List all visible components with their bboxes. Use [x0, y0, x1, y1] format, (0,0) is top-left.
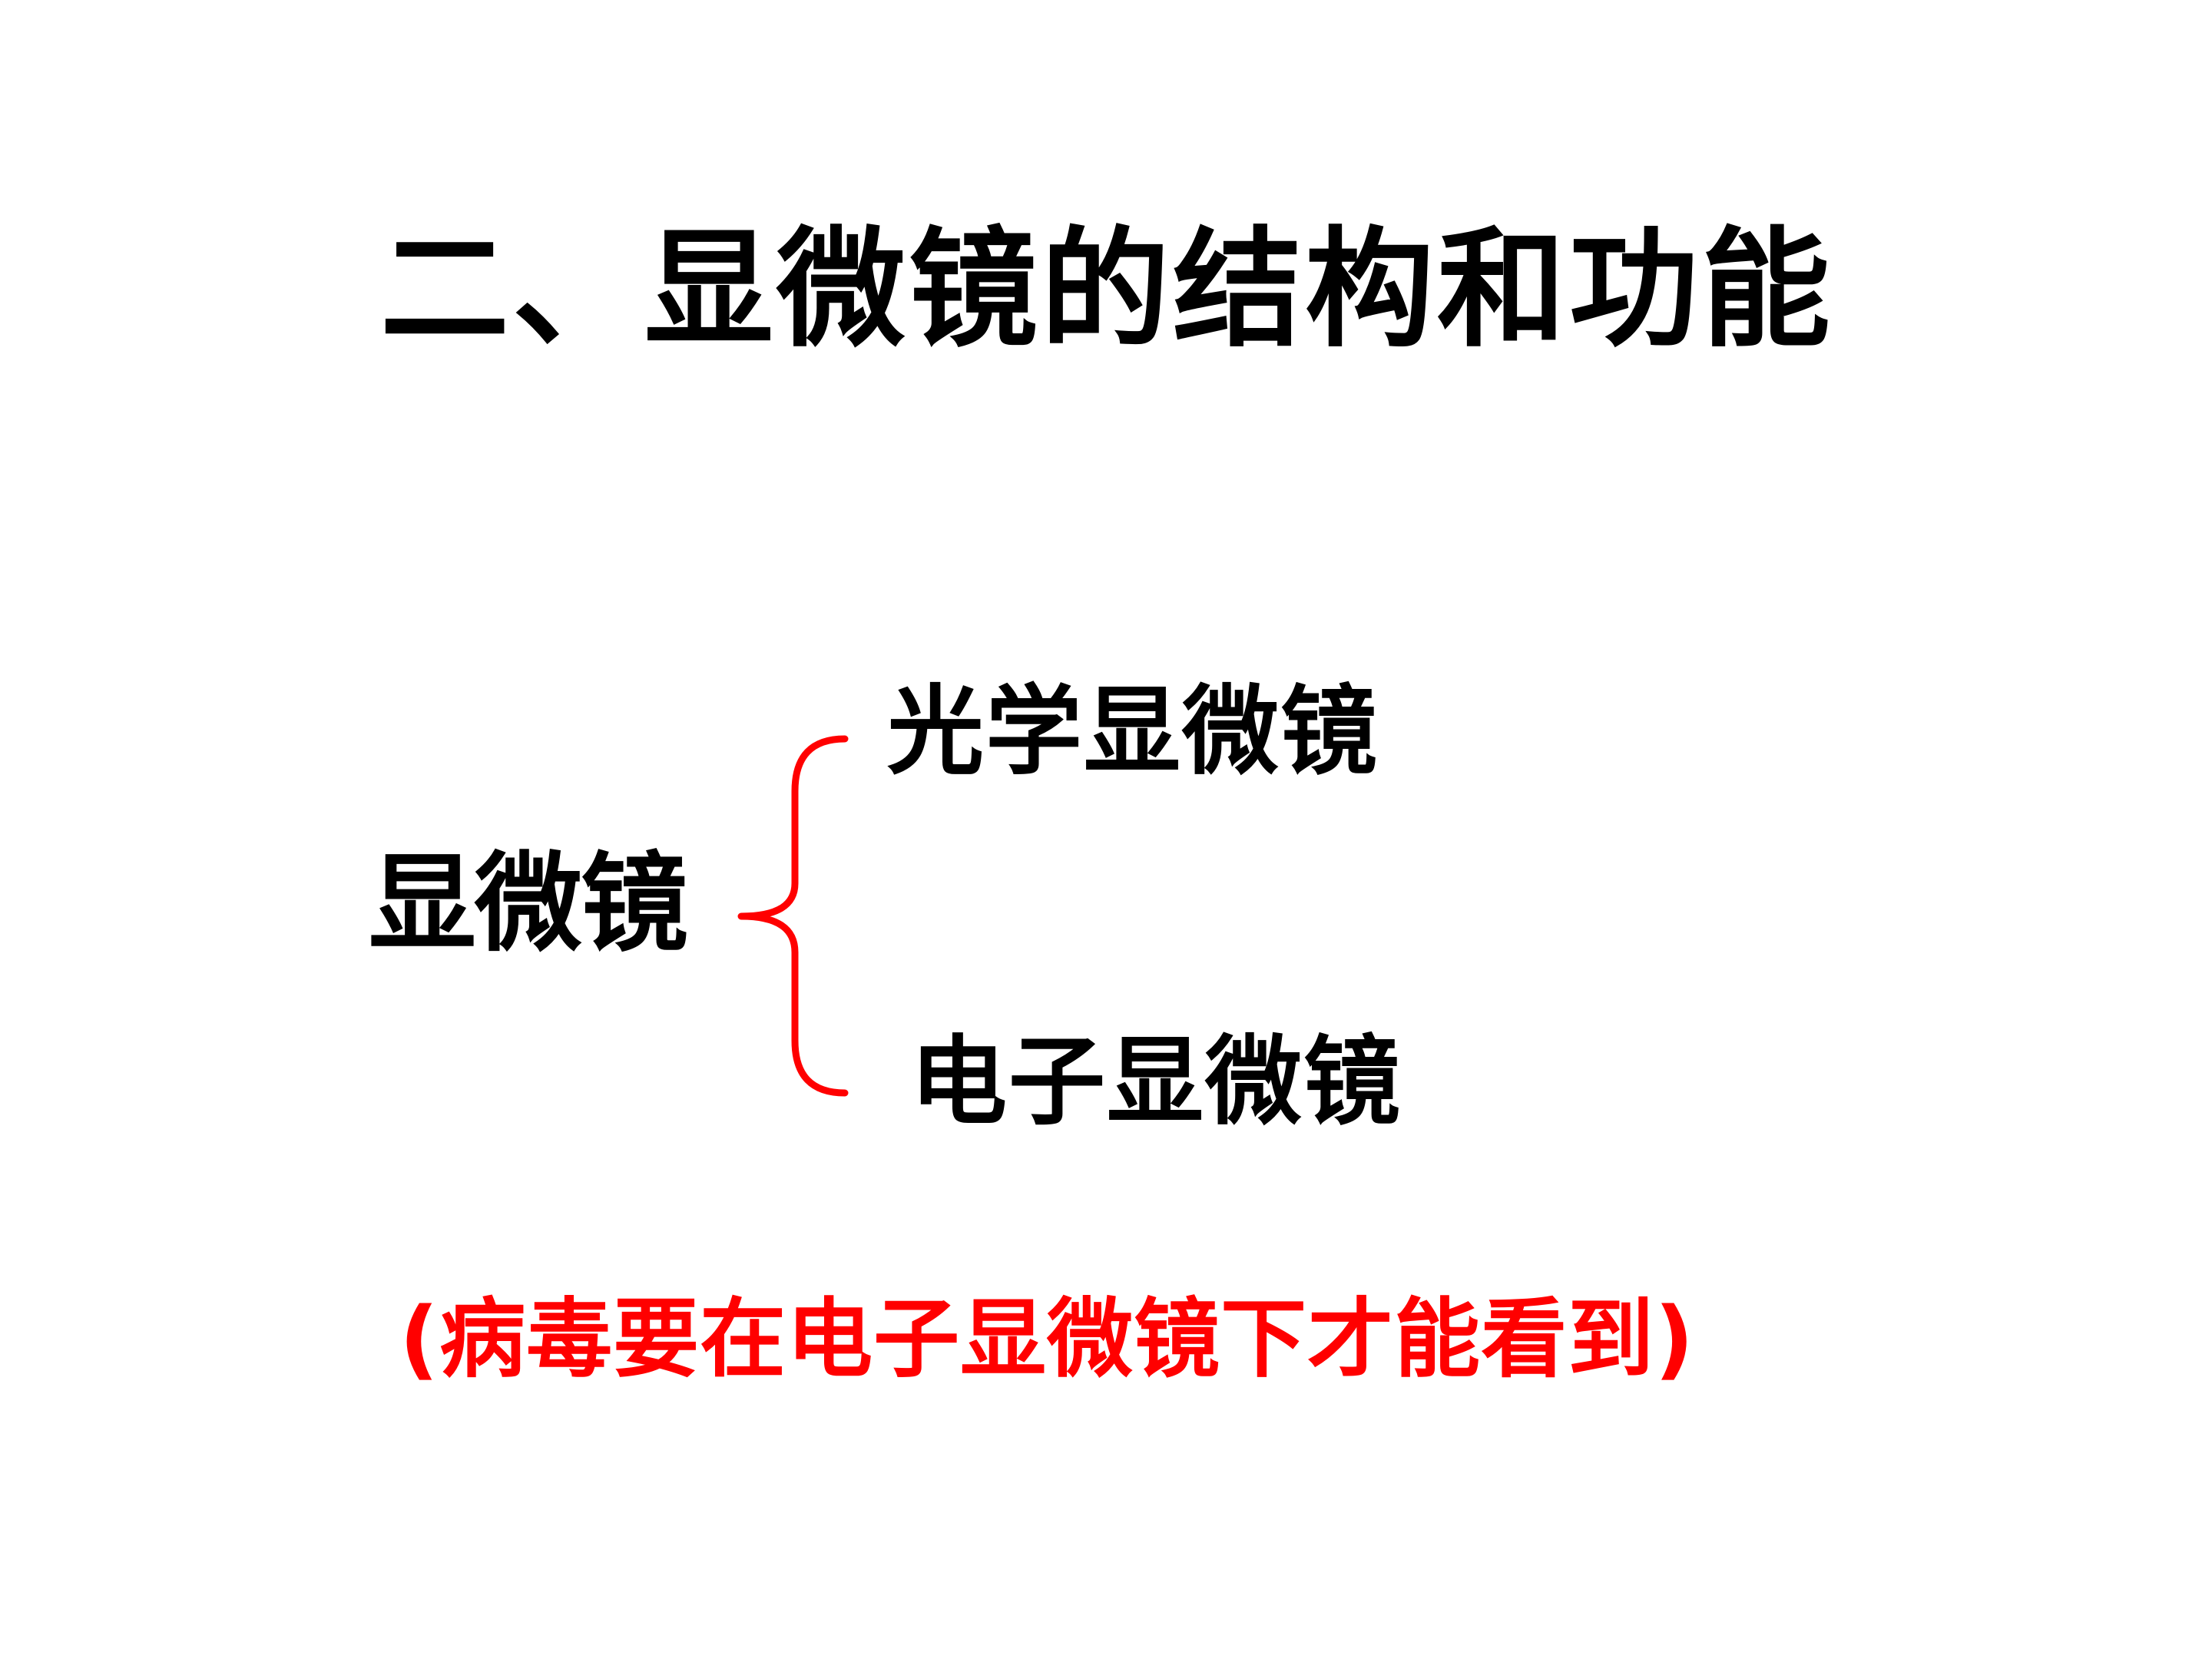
- branch-optical-microscope: 光学显微镜: [887, 675, 1379, 788]
- diagram-root-label: 显微镜: [369, 842, 688, 967]
- branch-electron-microscope: 电子显微镜: [910, 1025, 1402, 1138]
- slide-title: 二、显微镜的结构和功能: [380, 213, 1833, 365]
- virus-note: (病毒要在电子显微镜下才能看到): [399, 1290, 1695, 1389]
